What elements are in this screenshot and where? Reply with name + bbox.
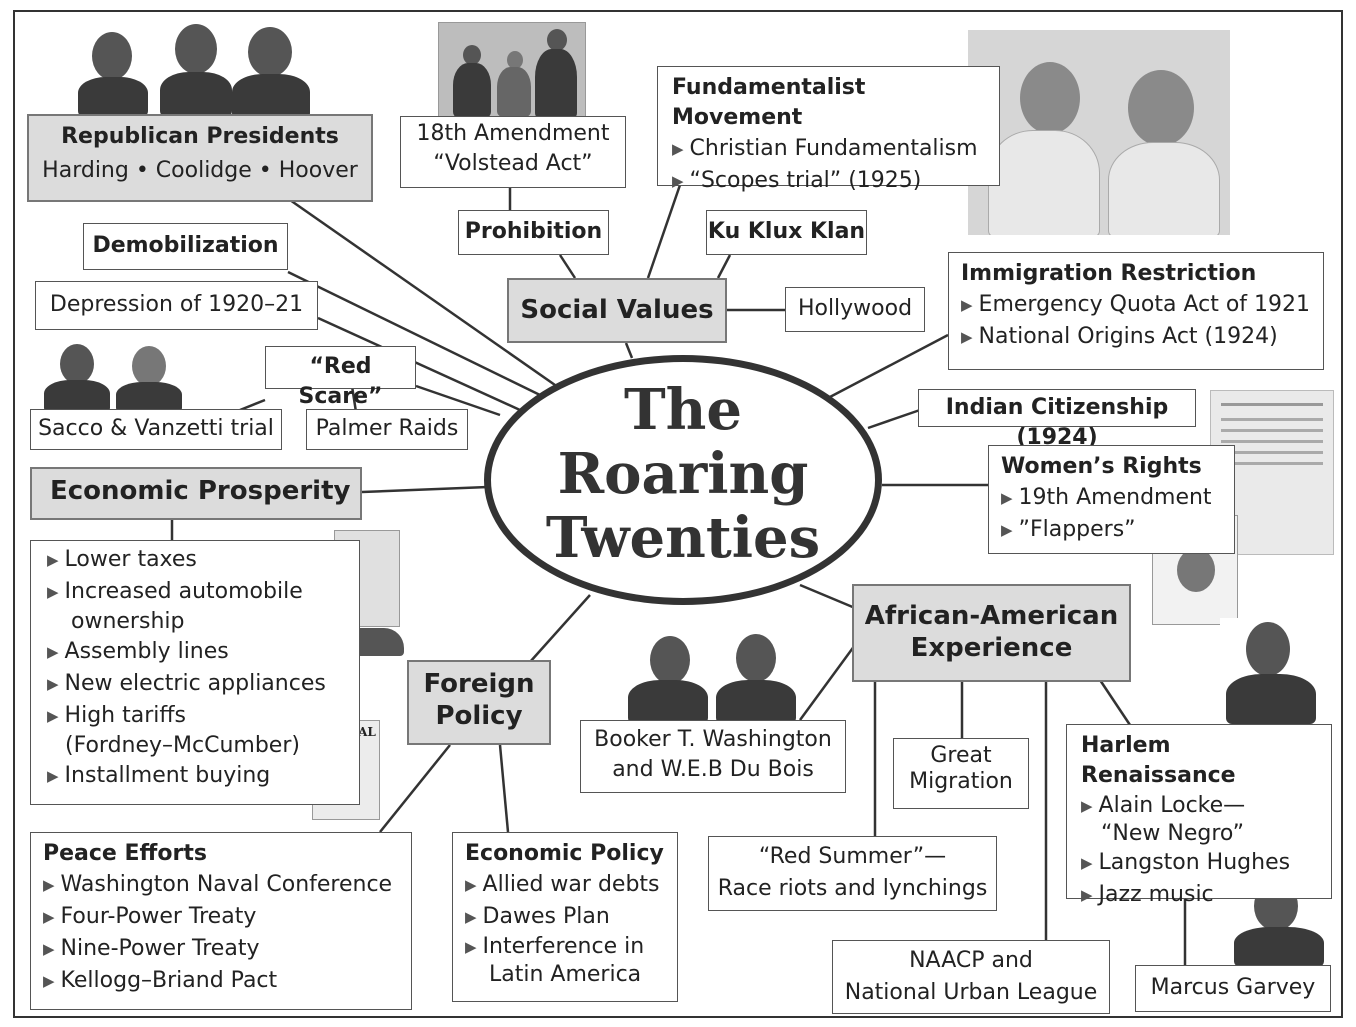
african-american-line1: African-American [864,601,1119,631]
red-summer-line1: “Red Summer”— [758,844,947,869]
fundamentalist-title: Fundamentalist Movement [672,75,866,130]
red-summer-box: “Red Summer”— Race riots and lynchings [708,836,997,911]
sacco-vanzetti-box: Sacco & Vanzetti trial [30,409,282,450]
center-line1: The [623,377,742,443]
booker-line2: and W.E.B Du Bois [612,757,814,782]
fundamentalist-item: ▶“Scopes trial” (1925) [672,168,922,193]
womens-rights-title: Women’s Rights [1001,454,1202,479]
prosperity-item: (Fordney–McCumber) [65,733,300,758]
economic-policy-title: Economic Policy [465,841,664,866]
fundamentalist-box: Fundamentalist Movement ▶Christian Funda… [657,66,1000,193]
harlem-item: ▶Jazz music [1081,882,1214,907]
womens-rights-box: Women’s Rights ▶19th Amendment ▶”Flapper… [988,445,1235,554]
harlem-item: ▶Langston Hughes [1081,850,1291,875]
prosperity-item: ▶Installment buying [47,763,271,788]
prohibition-photo [438,22,586,117]
economic-policy-item: ▶Interference in [465,934,645,959]
peace-item: ▶Four-Power Treaty [43,904,257,929]
peace-item: ▶Kellogg–Briand Pact [43,968,278,993]
sacco-vanzetti-photo [38,340,186,412]
peace-item: ▶Washington Naval Conference [43,872,393,897]
prohibition-label: Prohibition [464,219,603,244]
marcus-garvey-box: Marcus Garvey [1135,965,1331,1012]
presidents-photo [70,22,310,114]
immigration-box: Immigration Restriction ▶Emergency Quota… [948,252,1324,370]
harlem-item: ▶Alain Locke— [1081,793,1246,818]
harlem-item: “New Negro” [1101,821,1244,846]
red-scare-box: “Red Scare” [265,346,416,409]
booker-dubois-box: Booker T. Washington and W.E.B Du Bois [580,720,846,793]
prohibition-box: Prohibition [458,210,609,255]
prosperity-item: ▶Assembly lines [47,639,229,664]
immigration-title: Immigration Restriction [961,261,1257,286]
scopes-trial-photo [968,30,1230,235]
locke-photo [1220,618,1320,724]
demobilization-label: Demobilization [92,233,279,258]
migration-line2: Migration [909,769,1013,794]
peace-efforts-title: Peace Efforts [43,841,207,866]
hollywood-box: Hollywood [785,287,925,332]
indian-citizenship-box: Indian Citizenship (1924) [918,389,1196,450]
indian-citizenship-label: Indian Citizenship (1924) [945,395,1169,450]
peace-item: ▶Nine-Power Treaty [43,936,260,961]
prosperity-item: ▶Increased automobile [47,579,303,604]
amendment-line2: “Volstead Act” [433,151,593,176]
prosperity-item: ▶New electric appliances [47,671,326,696]
hollywood-label: Hollywood [797,296,913,321]
womens-rights-item: ▶19th Amendment [1001,485,1212,510]
foreign-policy-line2: Policy [435,701,523,731]
kkk-label: Ku Klux Klan [707,219,866,244]
immigration-item: ▶National Origins Act (1924) [961,324,1278,349]
peace-efforts-box: Peace Efforts ▶Washington Naval Conferen… [30,832,412,1010]
center-line3: Twenties [545,505,821,571]
booker-line1: Booker T. Washington [594,727,832,752]
amendment-line1: 18th Amendment [416,121,610,146]
palmer-raids-label: Palmer Raids [315,416,459,441]
booker-dubois-photo [618,630,796,722]
african-american-box: African-American Experience [852,584,1131,682]
economic-policy-box: Economic Policy ▶Allied war debts ▶Dawes… [452,832,678,1002]
economic-policy-item: ▶Dawes Plan [465,904,610,929]
republican-presidents-box: Republican Presidents Harding • Coolidge… [27,114,373,202]
economic-prosperity-box: Economic Prosperity [30,467,362,520]
center-oval: The Roaring Twenties [484,355,882,605]
migration-line1: Great [930,743,992,768]
sacco-vanzetti-label: Sacco & Vanzetti trial [38,416,274,441]
prosperity-item: ▶High tariffs [47,703,186,728]
diagram-frame [13,10,1343,1018]
social-values-box: Social Values [507,278,727,343]
republican-presidents-title: Republican Presidents [61,124,339,149]
naacp-box: NAACP and National Urban League [832,940,1110,1014]
economic-prosperity-label: Economic Prosperity [50,476,351,506]
prosperity-item: ownership [71,609,185,634]
fundamentalist-item: ▶Christian Fundamentalism [672,136,978,161]
depression-box: Depression of 1920–21 [35,281,318,330]
kkk-box: Ku Klux Klan [706,210,867,255]
harlem-renaissance-box: Harlem Renaissance ▶Alain Locke— “New Ne… [1066,724,1332,907]
african-american-line2: Experience [910,633,1073,663]
economic-policy-item: Latin America [489,962,642,987]
demobilization-box: Demobilization [83,223,288,270]
foreign-policy-line1: Foreign [423,669,535,699]
immigration-item: ▶Emergency Quota Act of 1921 [961,292,1311,317]
palmer-raids-box: Palmer Raids [306,409,468,450]
social-values-label: Social Values [520,295,714,325]
foreign-policy-box: Foreign Policy [407,660,551,745]
naacp-line1: NAACP and [909,948,1033,973]
red-scare-label: “Red Scare” [298,354,383,409]
economic-policy-item: ▶Allied war debts [465,872,660,897]
prosperity-item: ▶Lower taxes [47,547,197,572]
great-migration-box: Great Migration [893,738,1029,809]
presidents-names: Harding • Coolidge • Hoover [42,158,358,183]
amendment-box: 18th Amendment “Volstead Act” [400,116,626,188]
center-line2: Roaring [557,441,809,507]
prosperity-list-box: ▶Lower taxes ▶Increased automobile owner… [30,540,360,805]
red-summer-line2: Race riots and lynchings [717,876,988,901]
womens-rights-item: ▶”Flappers” [1001,517,1136,542]
harlem-title: Harlem Renaissance [1081,733,1236,788]
naacp-line2: National Urban League [844,980,1098,1005]
marcus-garvey-label: Marcus Garvey [1150,975,1316,1000]
depression-label: Depression of 1920–21 [49,292,304,317]
